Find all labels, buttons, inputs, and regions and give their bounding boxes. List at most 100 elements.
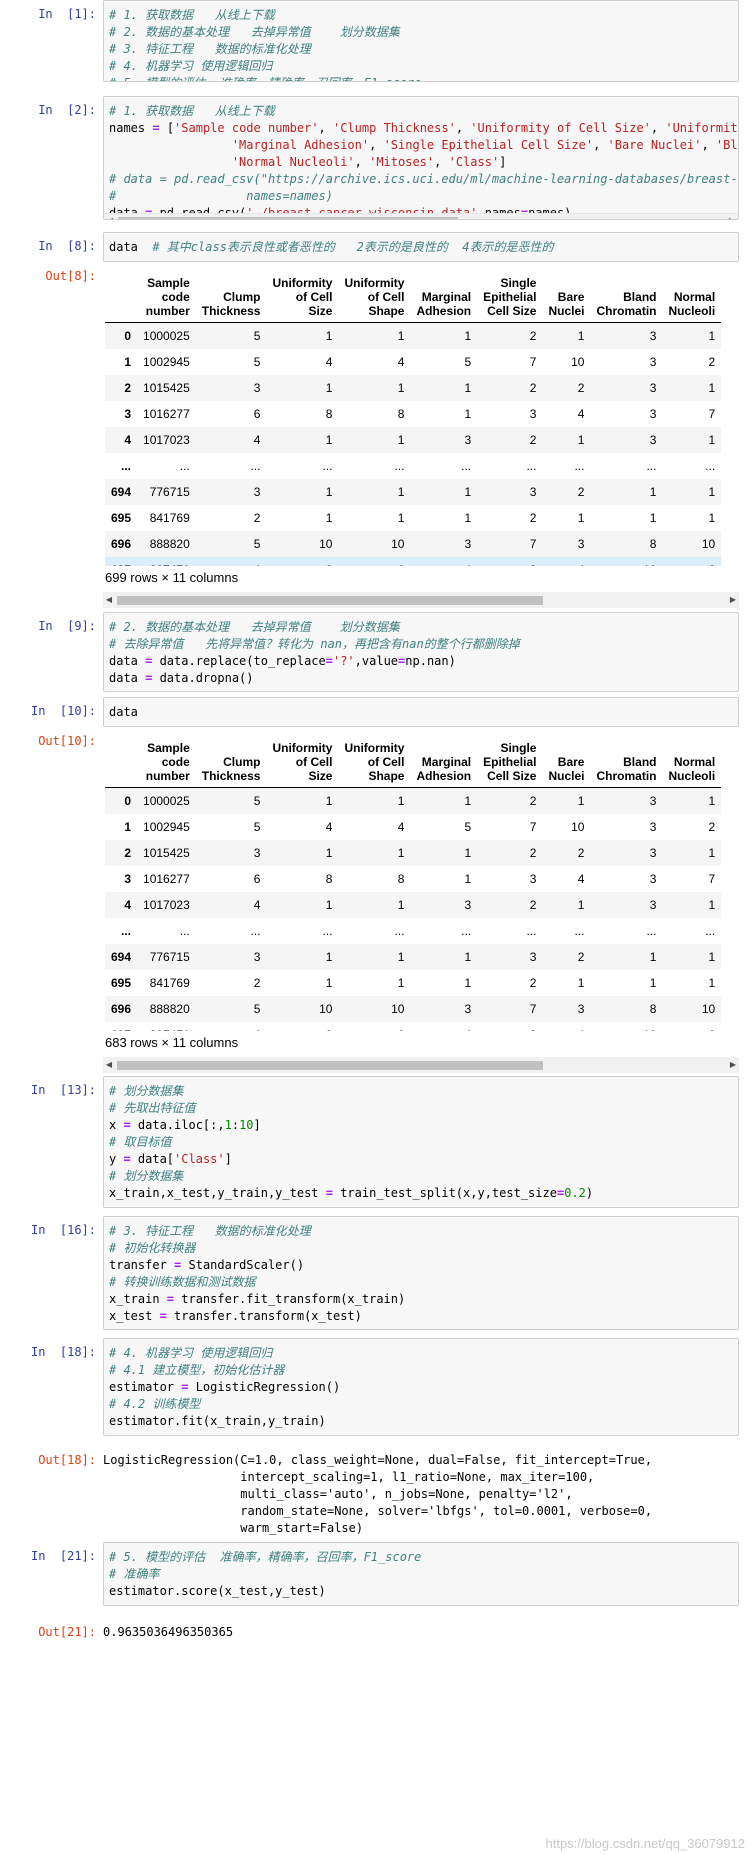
- code-area[interactable]: # 5. 模型的评估 准确率，精确率，召回率，F1_score # 准确率 es…: [104, 1543, 738, 1605]
- table-cell: 4: [577, 406, 585, 421]
- header-label: Bare: [557, 755, 585, 769]
- code-editor[interactable]: # 划分数据集 # 先取出特征值 x = data.iloc[:,1:10] #…: [103, 1076, 739, 1208]
- row-index: 696: [111, 536, 132, 551]
- table-cell: 1: [464, 328, 472, 343]
- scroll-right-arrow-icon[interactable]: ▶: [729, 595, 737, 604]
- header-label: of Cell: [367, 755, 405, 769]
- table-cell: 776715: [149, 949, 190, 964]
- table-row[interactable]: ..............................: [105, 453, 721, 479]
- header-label: Marginal: [421, 290, 472, 304]
- code-token: =: [159, 1309, 167, 1323]
- table-cell: 4: [253, 432, 261, 447]
- table-cell: 1: [708, 975, 716, 990]
- code-token: data: [109, 654, 146, 668]
- table-cell: ...: [250, 923, 261, 938]
- code-area[interactable]: # 4. 机器学习 使用逻辑回归 # 4.1 建立模型，初始化估计器 estim…: [104, 1339, 738, 1435]
- table-cell: 1: [325, 510, 333, 525]
- code-area[interactable]: data # 其中class表示良性或者恶性的 2表示的是良性的 4表示的是恶性…: [104, 233, 738, 261]
- code-editor[interactable]: # 1. 获取数据 从线上下载 names = ['Sample code nu…: [103, 96, 739, 220]
- table-row[interactable]: 697897471486434106: [105, 1022, 721, 1032]
- table-cell: 10: [571, 354, 585, 369]
- scrollbar-thumb[interactable]: [117, 596, 543, 605]
- scroll-right-arrow-icon[interactable]: ▶: [729, 1060, 737, 1069]
- code-token: train_test_split(x,y,test_size: [332, 1186, 557, 1200]
- table-cell: 3: [529, 949, 537, 964]
- table-cell: ...: [461, 458, 472, 473]
- table-cell: 3: [649, 793, 657, 808]
- code-editor[interactable]: data # 其中class表示良性或者恶性的 2表示的是良性的 4表示的是恶性…: [103, 232, 739, 262]
- table-cell: 3: [577, 1001, 585, 1016]
- output-horizontal-scrollbar[interactable]: ◀ ▶: [103, 592, 739, 608]
- row-index: 695: [111, 975, 132, 990]
- code-token: =: [325, 1186, 333, 1200]
- table-cell: 6: [253, 406, 261, 421]
- scrollbar-thumb[interactable]: [118, 217, 458, 219]
- code-area[interactable]: # 划分数据集 # 先取出特征值 x = data.iloc[:,1:10] #…: [104, 1077, 738, 1207]
- input-prompt: In [1]:: [38, 7, 96, 21]
- row-index: 2: [124, 380, 132, 395]
- code-token: [: [159, 121, 175, 135]
- table-cell: 8: [397, 871, 405, 886]
- code-editor[interactable]: # 2. 数据的基本处理 去掉异常值 划分数据集 # 去除异常值 先将异常值？转…: [103, 612, 739, 692]
- table-cell: 1015425: [143, 845, 190, 860]
- table-cell: 4: [542, 1022, 590, 1032]
- scroll-right-arrow-icon[interactable]: ▶: [726, 214, 738, 219]
- scrollbar-thumb[interactable]: [117, 1061, 543, 1070]
- code-area[interactable]: # 3. 特征工程 数据的标准化处理 # 初始化转换器 transfer = S…: [104, 1217, 738, 1329]
- code-editor[interactable]: # 3. 特征工程 数据的标准化处理 # 初始化转换器 transfer = S…: [103, 1216, 739, 1330]
- scroll-left-arrow-icon[interactable]: ◀: [105, 595, 113, 604]
- input-prompt: In [13]:: [30, 1083, 96, 1097]
- output-horizontal-scrollbar[interactable]: ◀ ▶: [103, 1057, 739, 1073]
- table-cell: 1: [649, 975, 657, 990]
- table-row[interactable]: 697897471486434106: [105, 556, 722, 566]
- code-editor[interactable]: # 5. 模型的评估 准确率，精确率，召回率，F1_score # 准确率 es…: [103, 1542, 739, 1606]
- code-token: =: [145, 206, 153, 213]
- output-prompt: Out[21]:: [38, 1625, 96, 1639]
- code-area[interactable]: # 1. 获取数据 从线上下载 names = ['Sample code nu…: [104, 97, 738, 213]
- table-cell: 3: [464, 1001, 472, 1016]
- code-area[interactable]: data: [104, 698, 738, 726]
- header-label: Single: [500, 276, 537, 290]
- row-index: 1: [124, 354, 132, 369]
- table-cell: 7: [529, 1001, 537, 1016]
- scroll-left-arrow-icon[interactable]: ◀: [105, 1060, 113, 1069]
- table-cell: 3: [464, 432, 472, 447]
- table-cell: 1000025: [143, 793, 190, 808]
- row-index: 3: [124, 871, 132, 886]
- code-token: transfer.transform(x_test): [166, 1309, 362, 1323]
- table-row[interactable]: ..............................: [105, 918, 721, 944]
- scroll-left-arrow-icon[interactable]: ◀: [104, 214, 116, 219]
- horizontal-scrollbar[interactable]: ◀ ▶: [104, 213, 738, 219]
- table-cell: 10: [319, 536, 333, 551]
- code-editor[interactable]: # 1. 获取数据 从线上下载 # 2. 数据的基本处理 去掉异常值 划分数据集…: [103, 0, 739, 82]
- table-cell: 1: [325, 949, 333, 964]
- table-cell: 4: [325, 819, 333, 834]
- code-area[interactable]: # 2. 数据的基本处理 去掉异常值 划分数据集 # 去除异常值 先将异常值？转…: [104, 613, 738, 691]
- code-token: y: [109, 1152, 124, 1166]
- code-editor[interactable]: # 4. 机器学习 使用逻辑回归 # 4.1 建立模型，初始化估计器 estim…: [103, 1338, 739, 1436]
- code-area[interactable]: # 1. 获取数据 从线上下载 # 2. 数据的基本处理 去掉异常值 划分数据集…: [104, 1, 738, 81]
- code-token: ,: [318, 121, 333, 135]
- code-editor[interactable]: data: [103, 697, 739, 727]
- code-token: names): [528, 206, 572, 213]
